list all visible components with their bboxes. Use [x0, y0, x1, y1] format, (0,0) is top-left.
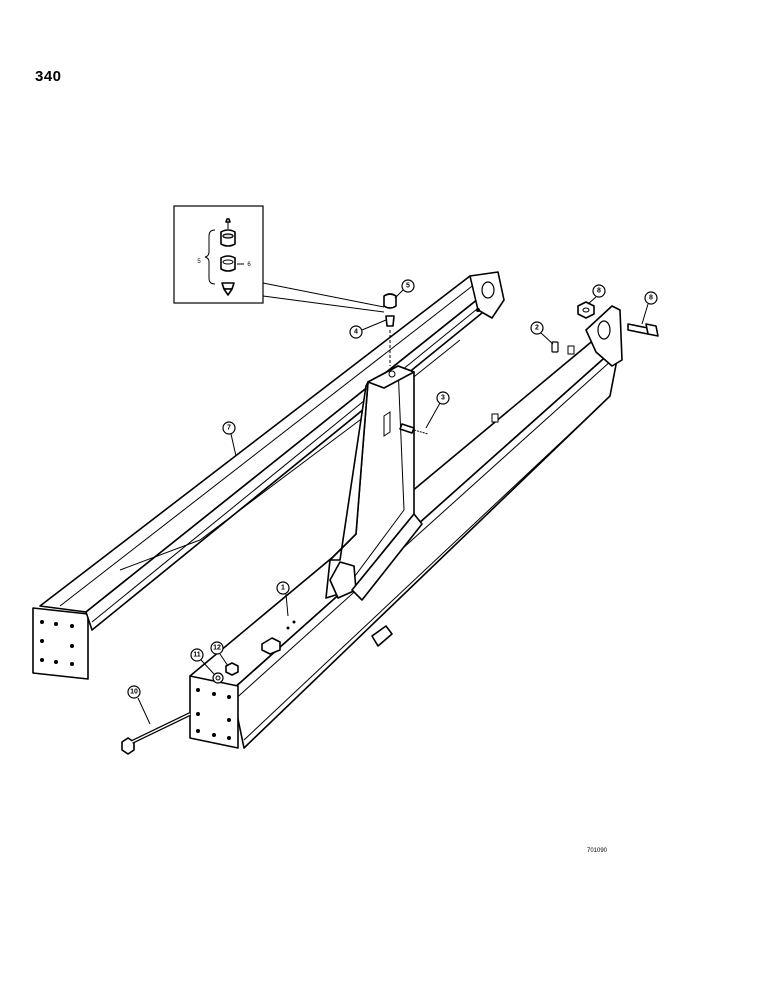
callout-5: 5 — [394, 279, 415, 299]
callout-2: 2 — [530, 321, 554, 345]
upper-nut-and-bolt — [577, 301, 659, 337]
callout-3-text: 3 — [441, 395, 445, 402]
callout-8-upper: 8 — [587, 284, 606, 305]
callout-7-text: 7 — [227, 425, 231, 432]
fitting-assembly — [383, 293, 397, 366]
callout-8a-text: 8 — [597, 288, 601, 295]
center-upright — [325, 365, 423, 601]
callout-4: 4 — [349, 319, 387, 339]
set-screw-3 — [399, 423, 429, 435]
callout-8b-text: 8 — [649, 295, 653, 302]
callout-2-text: 2 — [535, 325, 539, 332]
callout-1-text: 1 — [281, 585, 285, 592]
inset-label-right: 6 — [247, 262, 251, 268]
inset-label-left: 5 — [197, 259, 201, 265]
callout-10: 10 — [127, 685, 151, 725]
callout-11: 11 — [190, 648, 215, 675]
callout-3: 3 — [425, 391, 450, 429]
callout-7: 7 — [222, 421, 237, 457]
callout-4-text: 4 — [354, 329, 358, 336]
callout-12: 12 — [210, 641, 229, 667]
inset-detail: 5 6 — [173, 205, 264, 304]
illustration-reference: 701090 — [587, 848, 608, 854]
page-number: 340 — [35, 68, 62, 85]
callout-12-text: 12 — [213, 645, 221, 652]
callout-11-text: 11 — [193, 652, 201, 659]
callout-1: 1 — [276, 581, 290, 617]
callout-8-right: 8 — [641, 291, 658, 325]
callout-5-text: 5 — [406, 283, 410, 290]
lower-bolt-set — [121, 662, 239, 755]
plug-2 — [551, 341, 559, 353]
callout-10-text: 10 — [130, 689, 138, 696]
